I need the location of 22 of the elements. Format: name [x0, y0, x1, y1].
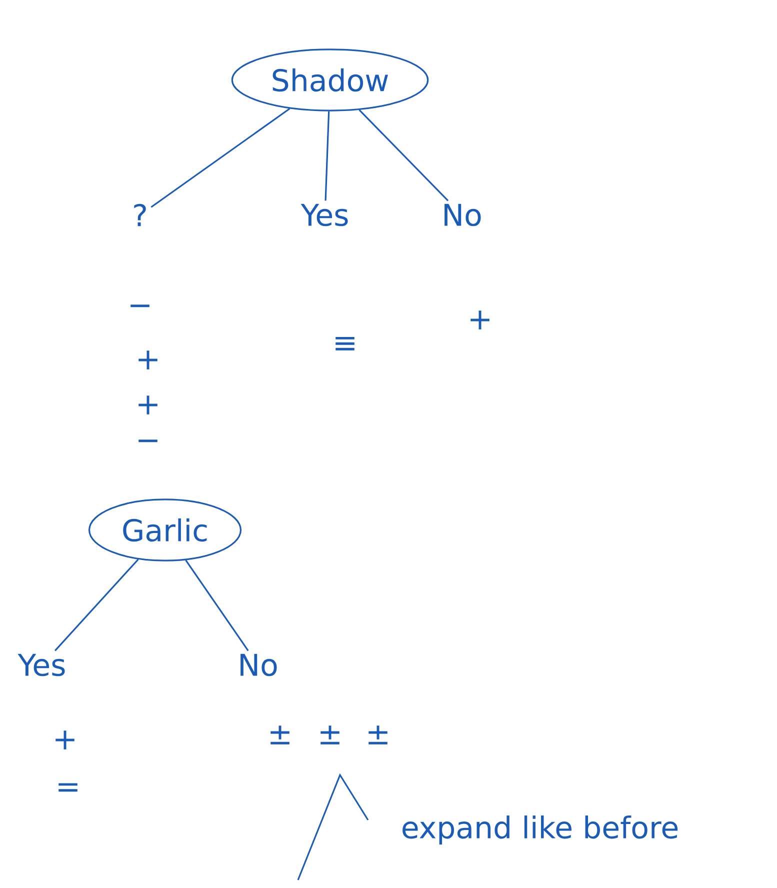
branch-label: Yes — [18, 654, 65, 676]
branch-label: ? — [134, 204, 146, 226]
branch-label: Yes — [300, 204, 348, 226]
sign-symbol: ± — [320, 726, 340, 744]
branch-line — [324, 111, 330, 201]
sign-symbol: + — [56, 730, 74, 750]
sign-symbol: = — [58, 783, 78, 792]
sign-symbol: − — [130, 304, 150, 308]
sign-symbol: ≡ — [336, 336, 354, 350]
branch-line — [358, 109, 449, 202]
sign-symbol: + — [138, 350, 158, 370]
branch-line — [150, 108, 290, 208]
sign-symbol: − — [138, 440, 158, 442]
branch-label: No — [240, 654, 277, 676]
sign-symbol: + — [470, 310, 490, 330]
branch-line — [54, 558, 139, 652]
branch-label: No — [444, 204, 481, 226]
sign-symbol: + — [138, 396, 158, 414]
sign-symbol: ± — [368, 726, 388, 744]
annotation-text: expand like before — [402, 816, 678, 845]
branch-line — [185, 560, 249, 652]
sign-symbol: ± — [270, 726, 290, 744]
